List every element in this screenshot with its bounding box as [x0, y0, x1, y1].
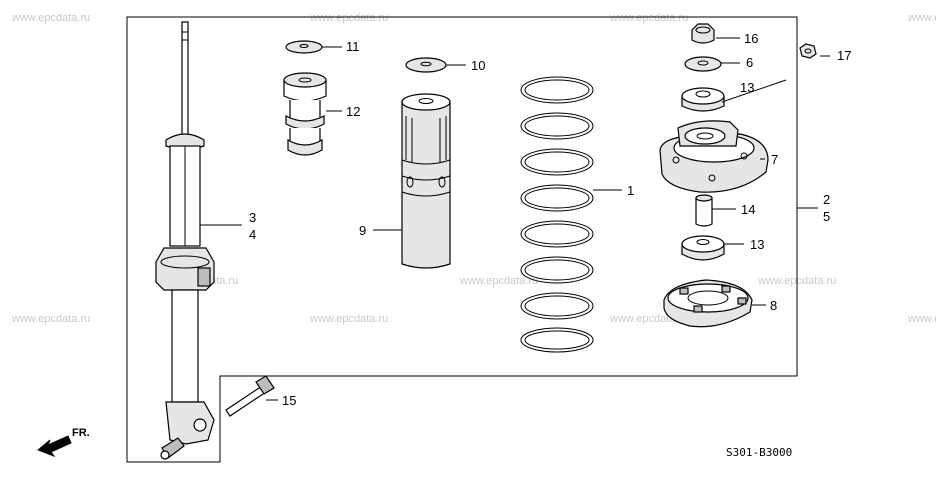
washer-part [684, 56, 722, 72]
callout-numbers: 11 12 10 9 1 3 4 16 6 13 7 14 13 8 15 2 … [249, 31, 851, 408]
dust-boot-part [401, 93, 451, 269]
leader-lines [200, 37, 830, 401]
washer-part [285, 40, 323, 54]
callout-label: 14 [741, 202, 755, 217]
bump-stop-part [283, 72, 327, 156]
watermark-text: www.epcdata.ru [459, 275, 538, 287]
callout-label: 6 [746, 55, 753, 70]
mount-rubber-part [681, 235, 725, 261]
mount-rubber-part [681, 87, 725, 112]
coil-spring-part [520, 76, 594, 353]
callout-label: 17 [837, 48, 851, 63]
callout-label: 16 [744, 31, 758, 46]
callout-label: 13 [740, 80, 754, 95]
callout-label: 4 [249, 227, 256, 242]
shock-absorber-part [155, 21, 215, 460]
collar-part [695, 194, 713, 227]
nut-part [691, 23, 715, 44]
nut-part [799, 43, 817, 59]
washer-part [405, 57, 447, 73]
front-arrow-icon: FR. [37, 427, 90, 458]
watermark-text: www.epcdata.ru [309, 12, 388, 24]
front-label: FR. [72, 427, 90, 439]
callout-label: 5 [823, 209, 830, 224]
watermark-text: www.epcdata.ru [11, 12, 90, 24]
watermark-text: www.epcdata.ru [309, 313, 388, 325]
callout-label: 3 [249, 210, 256, 225]
callout-label: 11 [346, 39, 360, 54]
callout-label: 9 [359, 223, 366, 238]
watermark-text: www.epcdata.ru [11, 313, 90, 325]
callout-label: 1 [627, 183, 634, 198]
bolt-part [225, 375, 275, 417]
spring-seat-part [663, 279, 753, 328]
diagram-code: S301-B3000 [726, 446, 792, 459]
callout-label: 2 [823, 192, 830, 207]
mount-base-part [659, 120, 769, 193]
watermark-text: www.epcdata.ru [609, 12, 688, 24]
callout-label: 8 [770, 298, 777, 313]
callout-label: 7 [771, 152, 778, 167]
callout-label: 12 [346, 104, 360, 119]
watermark-text: www.epcdata.ru [907, 313, 936, 325]
assembly-frame [126, 16, 798, 463]
callout-label: 15 [282, 393, 296, 408]
callout-label: 10 [471, 58, 485, 73]
watermark-text: www.epcdata.ru [907, 12, 936, 24]
callout-label: 13 [750, 237, 764, 252]
